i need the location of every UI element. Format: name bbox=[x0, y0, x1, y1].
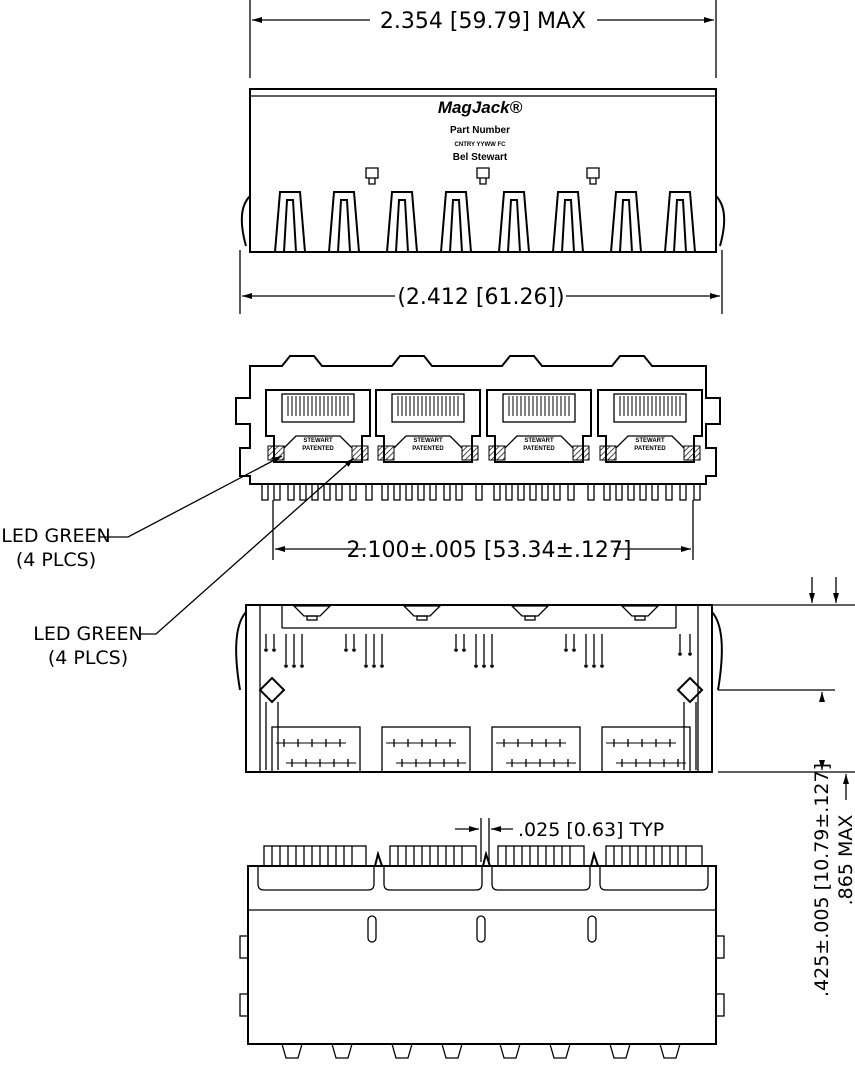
bottom-slots bbox=[367, 915, 597, 943]
internal-pins bbox=[263, 633, 692, 669]
side-clips bbox=[239, 935, 725, 1017]
port-pitch-dimension: 2.100±.005 [53.34±.127] bbox=[347, 538, 632, 563]
top-housing bbox=[249, 88, 717, 253]
port1-marking-stewart: STEWART bbox=[303, 438, 333, 444]
bottom-feet bbox=[281, 1043, 681, 1059]
mount-pegs bbox=[258, 676, 704, 704]
bottom-view: .025 [0.63] TYP bbox=[239, 818, 725, 1059]
led-label-upper: LED GREEN bbox=[1, 525, 110, 547]
width-overall-dimension: (2.412 [61.26]) bbox=[397, 285, 564, 310]
side-housing bbox=[245, 604, 713, 773]
port3-marking-patented: PATENTED bbox=[523, 446, 555, 452]
port4-marking-stewart: STEWART bbox=[635, 438, 665, 444]
port1-marking-patented: PATENTED bbox=[302, 446, 334, 452]
bottom-housing bbox=[247, 865, 717, 1045]
height-max-dimension: .865 MAX bbox=[835, 815, 855, 906]
part-number-label: Part Number bbox=[450, 125, 510, 136]
port4-marking-patented: PATENTED bbox=[634, 446, 666, 452]
pcb-blocks bbox=[271, 726, 691, 773]
brand-logo: MagJack® bbox=[438, 98, 523, 117]
width-max-dimension: 2.354 [59.79] MAX bbox=[380, 9, 586, 34]
pin-width-dimension: .025 [0.63] TYP bbox=[518, 819, 664, 841]
led-count-upper: (4 PLCS) bbox=[16, 549, 96, 571]
height-dimension: .425±.005 [10.79±.127] bbox=[811, 763, 833, 997]
led-count-lower: (4 PLCS) bbox=[48, 647, 128, 669]
port2-marking-stewart: STEWART bbox=[413, 438, 443, 444]
bottom-contacts bbox=[263, 845, 703, 867]
front-view: STEWART PATENTED STEWART PATENTED STEWAR… bbox=[100, 355, 721, 635]
port2-marking-patented: PATENTED bbox=[412, 446, 444, 452]
led-label-lower: LED GREEN bbox=[33, 623, 142, 645]
front-housing bbox=[235, 355, 721, 485]
top-view: 2.354 [59.79] MAX MagJack® Part Number C… bbox=[239, 0, 726, 314]
front-pins bbox=[261, 484, 701, 501]
top-latches bbox=[292, 605, 660, 621]
top-finger-contacts bbox=[274, 191, 696, 253]
date-code-label: CNTRY YYWW FC bbox=[455, 142, 507, 148]
latch-tabs bbox=[365, 167, 600, 185]
side-view: .425±.005 [10.79±.127] .865 MAX bbox=[235, 577, 855, 997]
port3-marking-stewart: STEWART bbox=[524, 438, 554, 444]
maker-label: Bel Stewart bbox=[453, 152, 508, 163]
